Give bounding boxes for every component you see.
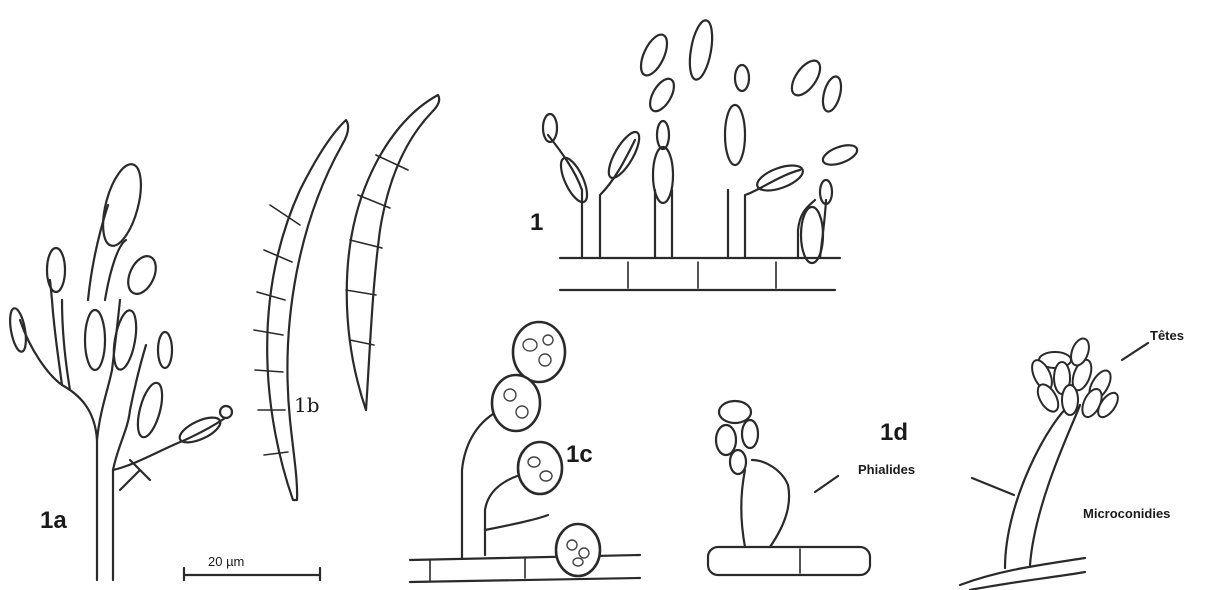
annotation-tetes: Têtes (1150, 328, 1184, 343)
annotation-microconidies: Microconidies (1083, 506, 1170, 521)
label-1c: 1c (566, 441, 593, 468)
panel-1-phialides (543, 19, 860, 290)
label-1d: 1d (880, 419, 908, 446)
panel-right-conidial-head (960, 336, 1148, 590)
panel-1b-macroconidia (254, 95, 439, 500)
scale-bar (184, 568, 320, 580)
scale-bar-label: 20 µm (208, 554, 244, 569)
panel-1c-chlamydospores (410, 322, 640, 582)
label-1a: 1a (40, 507, 67, 534)
label-1: 1 (530, 209, 543, 236)
label-1b: 1b (294, 393, 320, 417)
annotation-phialides: Phialides (858, 462, 915, 477)
panel-1d-false-head (708, 401, 870, 575)
